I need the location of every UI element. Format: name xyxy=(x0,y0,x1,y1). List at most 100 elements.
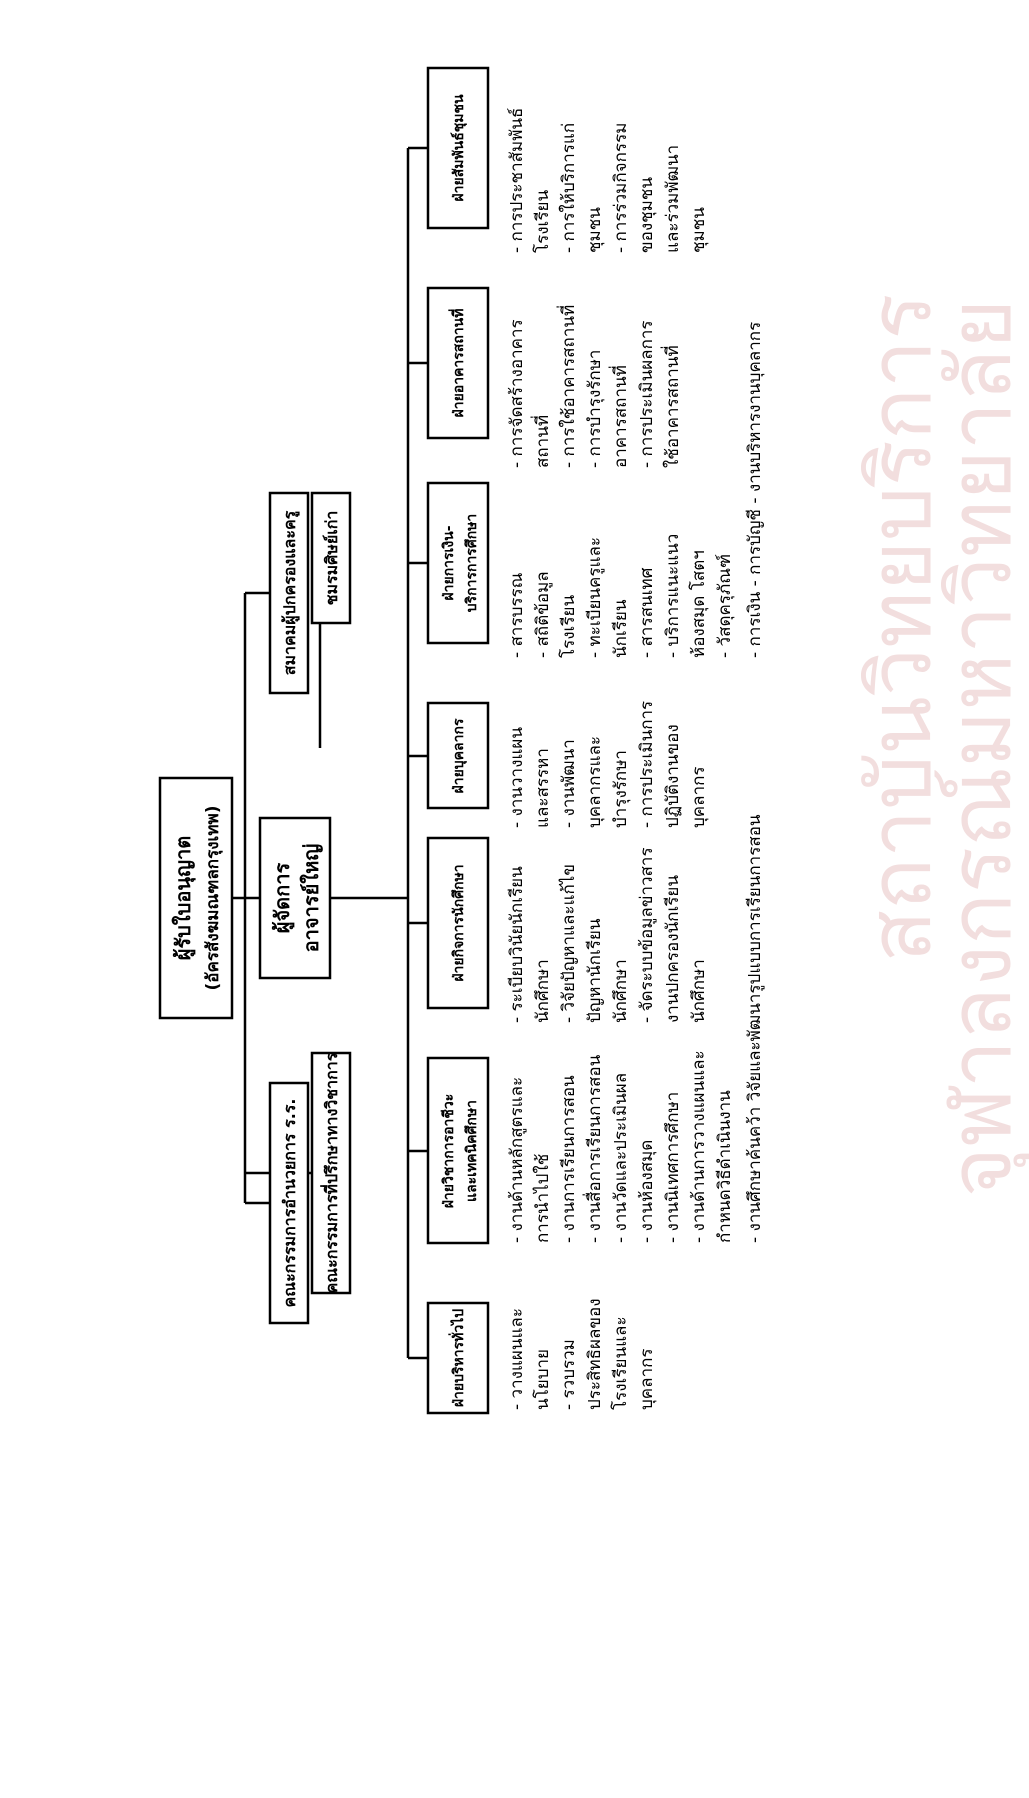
department-item: สถานที่ xyxy=(530,415,553,468)
administration-committee-label: คณะกรรมการอำนวยการ ร.ร. xyxy=(280,1099,299,1308)
department-item: โรงเรียน xyxy=(558,595,579,658)
department-items: - การประชาสัมพันธ์ โรงเรียน - การให้บริก… xyxy=(507,108,709,253)
department-item: - การบำรุงรักษา xyxy=(585,350,605,468)
parents-teachers-label: สมาคมผู้ปกครองและครู xyxy=(280,510,301,675)
department-box xyxy=(426,66,490,230)
department-item: บุคลากร xyxy=(689,766,709,828)
department-item: - งานด้านการวางแผนและ xyxy=(689,1050,709,1243)
department-item: - งานการเรียนการสอน xyxy=(559,1075,579,1243)
department-item: นักเรียน xyxy=(611,599,631,658)
department-box xyxy=(426,1056,490,1245)
department-vocational-academic: ฝ่ายวิชาการอาชีวะ และเทคนิคศึกษา - งานด้… xyxy=(426,1050,735,1245)
department-box xyxy=(426,481,490,645)
department-item: อาคารสถานที่ xyxy=(608,365,631,468)
department-item: ชุมชน xyxy=(585,207,605,253)
licensee-node: ผู้รับใบอนุญาต (อัครสังฆมณฑลกรุงเทพ) xyxy=(158,776,234,1020)
watermark-line-1: สถาบันวิทยบริการ xyxy=(851,294,951,963)
department-item: ห้องสมุด โสตฯ xyxy=(688,550,709,658)
department-item: ใช้อาคารสถานที่ xyxy=(660,345,683,468)
department-item: - รวบรวม xyxy=(559,1339,579,1410)
administration-committee-node: คณะกรรมการอำนวยการ ร.ร. xyxy=(268,1081,310,1325)
department-item: - ทะเบียนครูและ xyxy=(585,537,605,658)
department-item: - การใช้อาคารสถานที่ xyxy=(556,305,579,468)
alumni-box xyxy=(310,491,352,625)
watermark: สถาบันวิทยบริการ จุฬาลงกรณ์มหาวิทยาลัย xyxy=(851,294,1029,1198)
department-item: - การประเมินผลการ xyxy=(637,320,657,468)
department-items: - งานวางแผน และสรรหา - งานพัฒนา บุคลากรแ… xyxy=(507,701,709,828)
department-item: นักศึกษา xyxy=(533,959,553,1023)
department-box xyxy=(426,836,490,1010)
department-item: - บริการแนะแนว xyxy=(663,534,683,658)
department-item: - ระเบียบวินัยนักเรียน xyxy=(507,866,527,1023)
parents-teachers-node: สมาคมผู้ปกครองและครู xyxy=(268,491,310,695)
department-item: การนำไปใช้ xyxy=(532,1154,553,1243)
department-item: - งานพัฒนา xyxy=(559,739,579,828)
department-item: - งานนิเทศการศึกษา xyxy=(663,1092,683,1243)
department-item: โรงเรียน xyxy=(532,190,553,253)
academic-advisory-label: คณะกรรมการที่ปรึกษาทางวิชาการ xyxy=(320,1052,341,1293)
department-item: บำรุงรักษา xyxy=(611,750,631,828)
department-item: บุคลากร xyxy=(637,1348,657,1410)
academic-advisory-node: คณะกรรมการที่ปรึกษาทางวิชาการ xyxy=(310,1051,352,1295)
department-item: - วางแผนและ xyxy=(507,1308,527,1410)
licensee-name: ผู้รับใบอนุญาต xyxy=(171,836,197,961)
director-node: ผู้จัดการ อาจารย์ใหญ่ xyxy=(258,816,332,980)
department-item: - งานด้านหลักสูตรและ xyxy=(507,1077,527,1243)
department-title: ฝ่ายกิจการนักศึกษา xyxy=(450,864,467,981)
director-box xyxy=(258,816,332,980)
department-item: - การร่วมกิจกรรม xyxy=(611,123,631,253)
department-title: ฝ่ายวิชาการอาชีวะ xyxy=(441,1094,457,1209)
department-item: - การประชาสัมพันธ์ xyxy=(507,108,527,253)
watermark-line-2: จุฬาลงกรณ์มหาวิทยาลัย xyxy=(931,299,1029,1198)
department-item: โรงเรียนและ xyxy=(610,1316,631,1410)
department-item: และร่วมพัฒนา xyxy=(663,145,683,253)
department-items: - งานด้านหลักสูตรและ การนำไปใช้ - งานการ… xyxy=(507,1050,735,1243)
department-item: - วัสดุครุภัณฑ์ xyxy=(715,554,735,658)
department-item: ปัญหานักเรียน xyxy=(585,918,605,1023)
department-item: - วิจัยปัญหาและแก้ไข xyxy=(558,864,579,1023)
department-item: ประสิทธิผลของ xyxy=(585,1298,605,1410)
department-title: ฝ่ายบริหารทั่วไป xyxy=(448,1309,467,1407)
department-item: นโยบาย xyxy=(532,1349,553,1410)
department-title: ฝ่ายสัมพันธ์ชุมชน xyxy=(450,94,467,202)
department-community-relations: ฝ่ายสัมพันธ์ชุมชน - การประชาสัมพันธ์ โรง… xyxy=(426,66,709,253)
department-item: - จัดระบบข้อมูลข่าวสาร xyxy=(637,847,657,1023)
academic-advisory-box xyxy=(310,1051,352,1295)
department-item: กำหนดวิธีดำเนินงาน xyxy=(715,1090,735,1243)
department-item: - สถิติข้อมูล xyxy=(533,571,553,658)
department-personnel: ฝ่ายบุคลากร - งานวางแผน และสรรหา - งานพั… xyxy=(426,701,709,828)
department-items: - วางแผนและ นโยบาย - รวบรวม ประสิทธิผลขอ… xyxy=(507,1298,657,1410)
department-title: ฝ่ายการเงิน- xyxy=(441,525,457,600)
department-title: และเทคนิคศึกษา xyxy=(463,1100,480,1202)
administration-committee-box xyxy=(268,1081,310,1325)
director-subtitle: อาจารย์ใหญ่ xyxy=(299,844,323,953)
footnote-finance: - การเงิน - การบัญชี - งานบริหารงานบุคลา… xyxy=(745,322,765,658)
department-student-affairs: ฝ่ายกิจการนักศึกษา - ระเบียบวินัยนักเรีย… xyxy=(426,836,709,1023)
department-title: ฝ่ายบุคลากร xyxy=(451,718,467,793)
department-general-admin: ฝ่ายบริหารทั่วไป - วางแผนและ นโยบาย - รว… xyxy=(426,1298,657,1415)
department-item: ปฏิบัติงานของ xyxy=(663,724,683,828)
alumni-label: ชมรมศิษย์เก่า xyxy=(322,511,341,606)
department-item: - งานสื่อการเรียนการสอน xyxy=(582,1054,605,1243)
footnote-research: - งานศึกษาค้นคว้า วิจัยและพัฒนารูปแบบการ… xyxy=(745,814,765,1243)
licensee-note: (อัครสังฆมณฑลกรุงเทพ) xyxy=(203,806,223,991)
department-box xyxy=(426,1301,490,1415)
department-item: และสรรหา xyxy=(533,748,553,828)
director-title: ผู้จัดการ xyxy=(270,862,296,933)
department-item: - สารสนเทศ xyxy=(637,567,657,658)
department-item: ชุมชน xyxy=(689,207,709,253)
department-item: นักศึกษา xyxy=(689,959,709,1023)
department-item: - การจัดสร้างอาคาร xyxy=(507,319,527,468)
department-title: บริการการศึกษา xyxy=(463,514,480,613)
licensee-box xyxy=(158,776,234,1020)
alumni-node: ชมรมศิษย์เก่า xyxy=(310,491,352,625)
department-box xyxy=(426,701,490,810)
department-item: - การประเมินการ xyxy=(637,701,657,828)
department-item: - งานวางแผน xyxy=(507,727,527,828)
department-item: - งานวัดและประเมินผล xyxy=(611,1073,631,1243)
department-title: ฝ่ายอาคารสถานที่ xyxy=(448,309,467,418)
department-buildings: ฝ่ายอาคารสถานที่ - การจัดสร้างอาคาร สถาน… xyxy=(426,286,683,468)
department-item: - การให้บริการแก่ xyxy=(558,123,579,253)
department-item: - งานห้องสมุด xyxy=(637,1140,657,1243)
